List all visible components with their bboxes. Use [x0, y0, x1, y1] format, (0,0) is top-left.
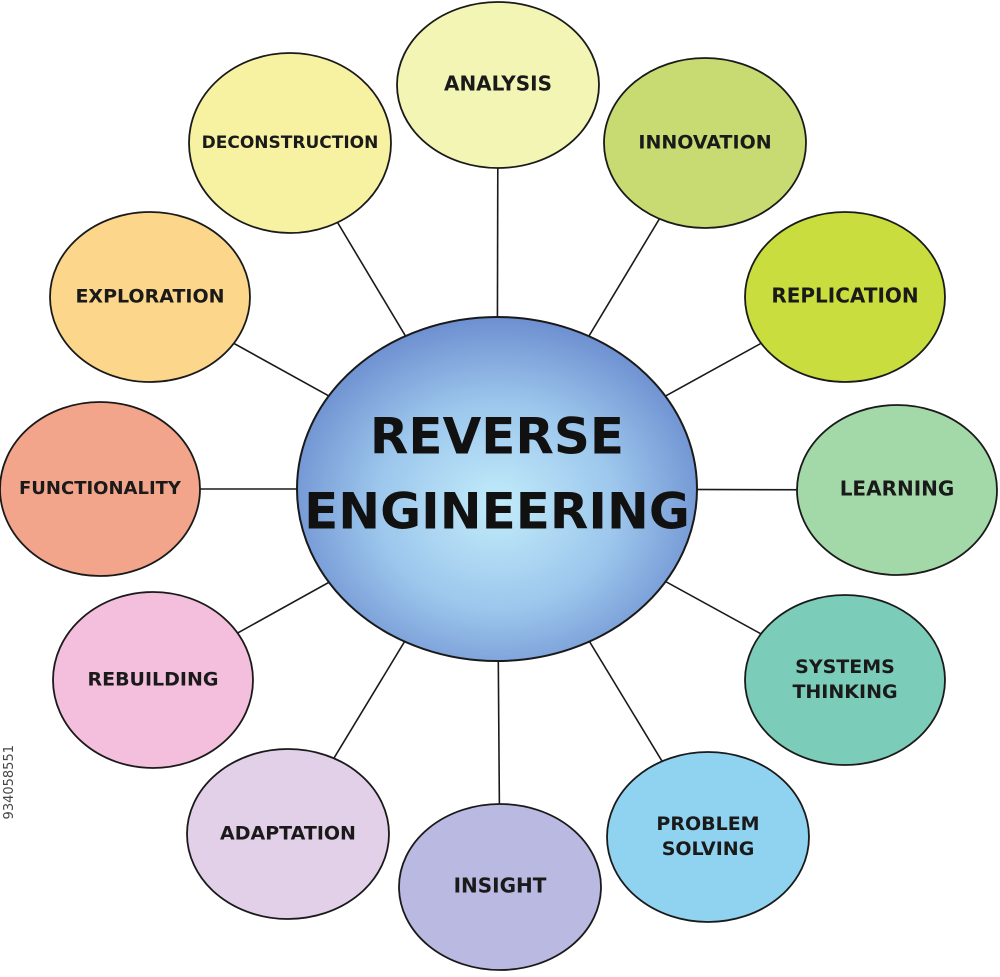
node-bubble-problem-solving — [606, 751, 810, 923]
central-topic-line-1: REVERSE — [370, 408, 624, 466]
node-label-exploration: EXPLORATION — [75, 286, 224, 308]
node-bubble-functionality — [0, 401, 201, 577]
node-functionality: FUNCTIONALITY — [0, 401, 201, 577]
node-rebuilding: REBUILDING — [52, 591, 254, 769]
node-label-functionality: FUNCTIONALITY — [19, 478, 182, 499]
node-adaptation: ADAPTATION — [186, 748, 390, 920]
node-bubble-insight — [398, 803, 602, 971]
node-label-replication: REPLICATION — [771, 284, 918, 308]
node-label-systems-thinking: THINKING — [792, 681, 897, 703]
node-systems-thinking: SYSTEMS THINKING — [744, 594, 946, 766]
node-label-learning: LEARNING — [840, 477, 955, 501]
central-topic-bubble — [296, 316, 698, 662]
node-bubble-exploration — [49, 211, 251, 383]
node-bubble-systems-thinking — [744, 594, 946, 766]
node-analysis: ANALYSIS — [396, 1, 600, 169]
stock-id-watermark: 934058551 — [2, 745, 17, 820]
node-label-insight: INSIGHT — [454, 874, 547, 898]
node-bubble-rebuilding — [52, 591, 254, 769]
node-replication: REPLICATION — [744, 211, 946, 383]
node-label-adaptation: ADAPTATION — [220, 823, 356, 845]
node-bubble-adaptation — [186, 748, 390, 920]
node-label-deconstruction: DECONSTRUCTION — [202, 133, 379, 153]
node-label-rebuilding: REBUILDING — [87, 669, 218, 691]
central-topic: REVERSE ENGINEERING — [296, 316, 698, 662]
node-learning: LEARNING — [796, 404, 998, 576]
node-innovation: INNOVATION — [603, 57, 807, 229]
node-insight: INSIGHT — [398, 803, 602, 971]
node-label-systems-thinking: SYSTEMS — [795, 656, 895, 678]
node-label-innovation: INNOVATION — [638, 132, 771, 154]
node-bubble-innovation — [603, 57, 807, 229]
node-label-problem-solving: SOLVING — [662, 838, 755, 860]
node-deconstruction: DECONSTRUCTION — [188, 52, 392, 234]
node-label-analysis: ANALYSIS — [444, 72, 552, 96]
node-bubble-analysis — [396, 1, 600, 169]
node-label-problem-solving: PROBLEM — [656, 813, 759, 835]
node-problem-solving: PROBLEM SOLVING — [606, 751, 810, 923]
node-exploration: EXPLORATION — [49, 211, 251, 383]
node-bubble-replication — [744, 211, 946, 383]
central-topic-line-2: ENGINEERING — [304, 483, 690, 541]
node-bubble-learning — [796, 404, 998, 576]
node-bubble-deconstruction — [188, 52, 392, 234]
